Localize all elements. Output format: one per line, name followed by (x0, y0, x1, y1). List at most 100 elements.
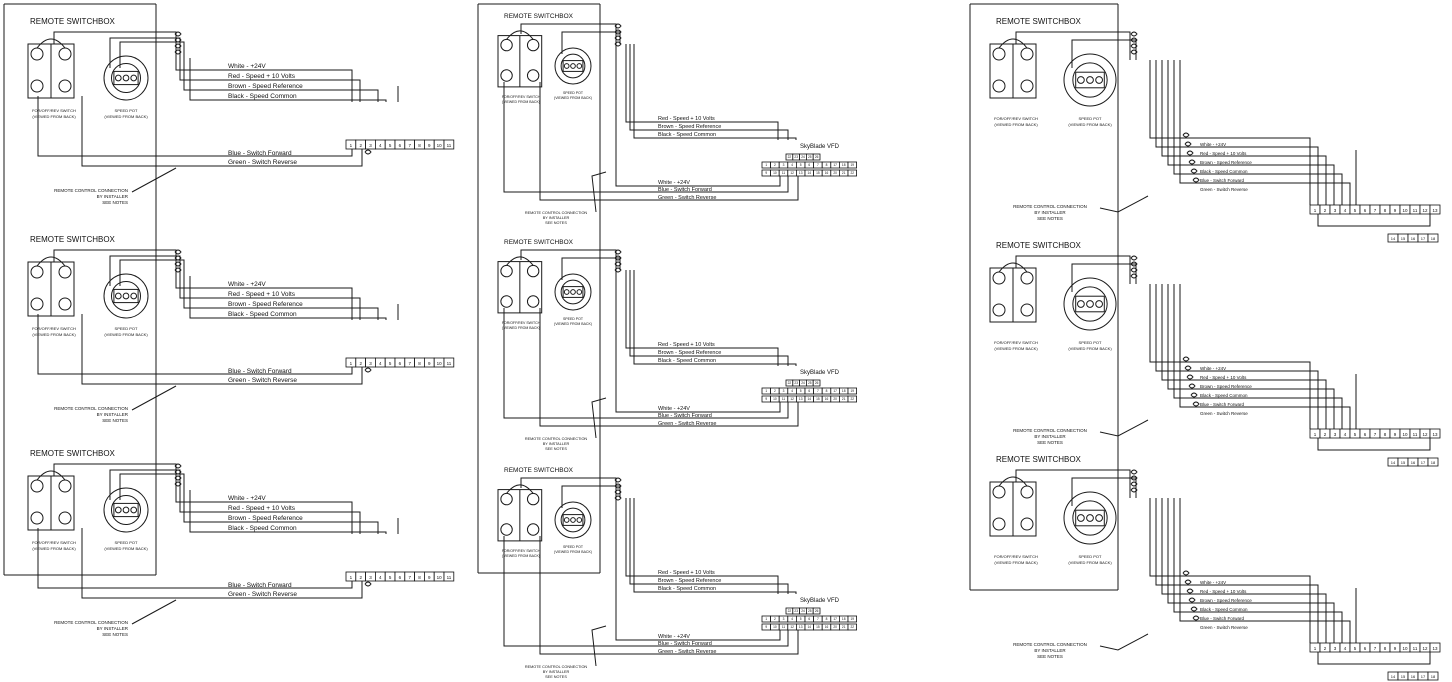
terminal-number: 8 (826, 389, 828, 393)
terminal-number: 26 (815, 155, 819, 159)
terminal-number: 7 (817, 163, 819, 167)
wire-label-blue: Blue - Switch Forward (228, 150, 292, 157)
wire-red-run (109, 37, 181, 68)
leader-line (131, 167, 177, 193)
terminal-number: 24 (801, 155, 805, 159)
wire-path-4 (1173, 284, 1343, 429)
switch-terminal (30, 479, 44, 493)
switchbox-title: REMOTE SWITCHBOX (30, 235, 116, 244)
terminal-number: 3 (783, 617, 785, 621)
wire-crossover (174, 481, 182, 487)
switch-body (497, 484, 543, 542)
switch-terminal (30, 79, 44, 93)
wire-label-blue: Blue - Switch Forward (1200, 616, 1245, 621)
terminal-number: 25 (808, 155, 812, 159)
terminal-number: 3 (369, 575, 372, 580)
wire-label-brown: Brown - Speed Reference (228, 83, 303, 90)
terminal-cell (1429, 204, 1441, 215)
wire-white-path (615, 44, 781, 187)
pot-terminal (122, 506, 130, 514)
wire-red-run (109, 469, 181, 500)
terminal-number: 11 (447, 361, 452, 366)
wire-white-run (1015, 255, 1131, 284)
pot-caption: (VIEWED FROM BACK) (554, 550, 592, 554)
remote-note: BY INSTALLER (543, 670, 570, 674)
switch-terminal (500, 492, 513, 506)
wire-path-3 (1167, 60, 1335, 205)
wire-white-path (175, 490, 353, 534)
terminal-number: 18 (1431, 674, 1436, 679)
wire-green-path (81, 314, 363, 385)
pot-terminal-block (113, 288, 139, 304)
terminal-number: 22 (851, 171, 855, 175)
remote-note: SEE NOTES (1037, 440, 1063, 445)
terminal-number: 17 (1421, 236, 1426, 241)
leader-line (131, 599, 177, 625)
pot-terminal (563, 289, 570, 295)
wire-path-5 (1179, 60, 1351, 205)
wire-brown-run (119, 259, 185, 286)
pot-caption: (VIEWED FROM BACK) (554, 322, 592, 326)
terminal-number: 15 (1401, 236, 1406, 241)
switch-jumper (36, 256, 66, 267)
terminal-number: 9 (765, 625, 767, 629)
pot-outer-ring (103, 273, 149, 319)
terminal-number: 14 (1391, 460, 1396, 465)
switch-caption: FOR/OFF/REV SWITCH (502, 95, 541, 99)
terminal-number: 10 (773, 625, 777, 629)
wire-label-blue: Blue - Switch Forward (658, 413, 712, 419)
wire-green-path (81, 528, 363, 599)
terminal-number: 7 (1374, 646, 1377, 651)
wire-crossover (1130, 37, 1138, 43)
wire-red-path (625, 270, 779, 366)
terminal-number: 23 (794, 155, 798, 159)
pot-caption: SPEED POT (1079, 340, 1102, 345)
wire-crossover (614, 495, 622, 501)
switch-terminal (992, 303, 1006, 317)
pot-terminal-block (562, 60, 584, 72)
switch-terminal (526, 492, 540, 506)
wire-brown-run (119, 473, 185, 500)
terminal-number: 22 (788, 381, 792, 385)
wire-crossover (614, 35, 622, 41)
terminal-number: 1 (350, 361, 353, 366)
terminal-cell (1427, 233, 1439, 243)
pot-terminal-block (562, 286, 584, 298)
terminal-number: 12 (1422, 432, 1428, 437)
wire-white-run (520, 477, 617, 498)
wire-red-run (561, 31, 621, 54)
terminal-number: 21 (842, 397, 846, 401)
pot-terminal (1095, 514, 1103, 522)
terminal-number: 5 (1354, 432, 1357, 437)
wire-crossover (1130, 487, 1138, 493)
terminal-number: 6 (808, 617, 810, 621)
terminal-number: 1 (765, 617, 767, 621)
terminal-number: 11 (447, 143, 452, 148)
terminal-number: 13 (1432, 208, 1438, 213)
wire-red-path (179, 490, 361, 534)
wire-label-red: Red - Speed + 10 Volts (658, 116, 715, 122)
pot-inner-ring (560, 53, 586, 79)
wire-crossover (1130, 267, 1138, 273)
switch-terminal (992, 517, 1006, 531)
terminal-number: 25 (808, 609, 812, 613)
wire-green-path (539, 82, 799, 201)
wire-brown-path (629, 44, 789, 140)
wire-label-black: Black - Speed Common (228, 525, 297, 532)
terminal-number: 18 (842, 163, 846, 167)
wire-crossover (1188, 383, 1196, 389)
terminal-number: 11 (1413, 432, 1418, 437)
terminal-number: 5 (800, 163, 802, 167)
terminal-number: 19 (851, 389, 855, 393)
terminal-number: 4 (1344, 646, 1347, 651)
pot-outer-ring (1063, 277, 1117, 331)
wire-crossover (1190, 168, 1198, 174)
terminal-number: 5 (1354, 646, 1357, 651)
switch-terminal (500, 295, 513, 308)
switch-caption: (VIEWED FROM BACK) (502, 326, 540, 330)
wire-crossover (1190, 392, 1198, 398)
